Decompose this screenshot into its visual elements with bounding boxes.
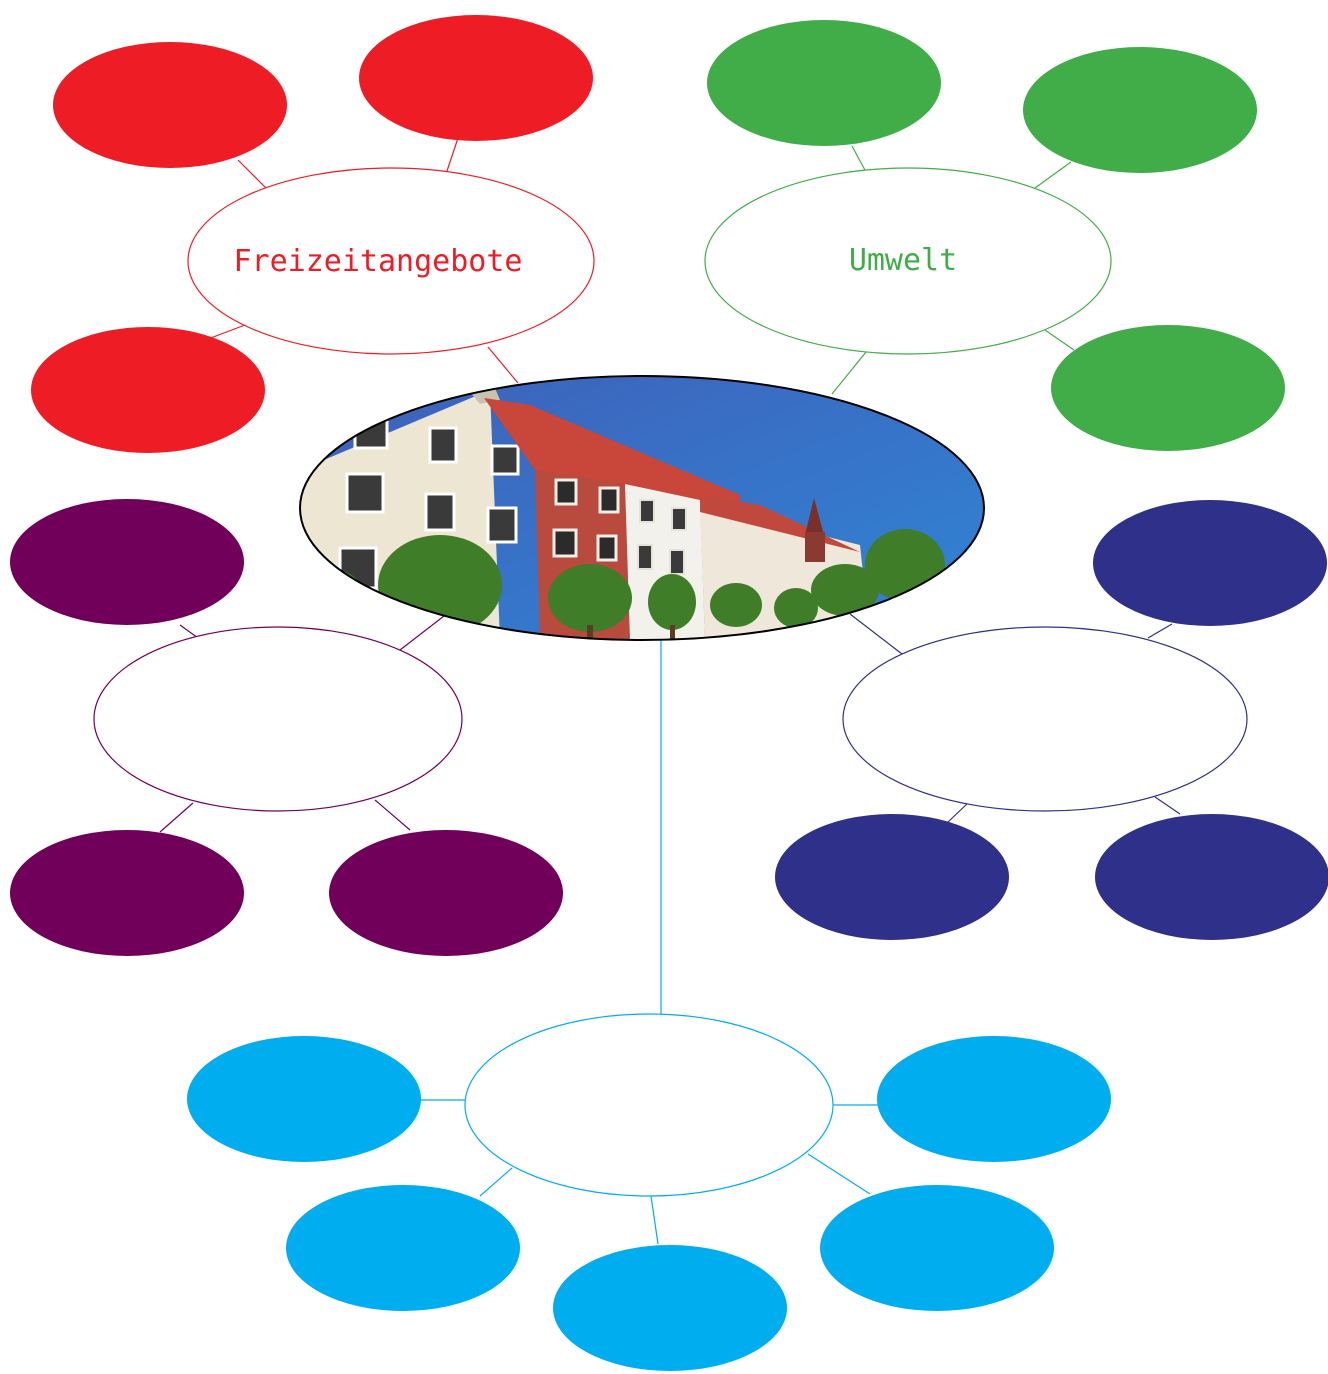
connector <box>487 346 519 384</box>
connector <box>650 1195 659 1245</box>
cluster-navy <box>775 500 1328 940</box>
sub-bubble[interactable] <box>775 814 1009 940</box>
connector <box>479 1167 513 1197</box>
sub-bubble[interactable] <box>820 1185 1054 1311</box>
connector <box>1147 623 1173 639</box>
connector <box>947 802 969 823</box>
connector <box>807 1153 871 1195</box>
cluster-cyan <box>187 640 1111 1371</box>
windows-brick <box>552 478 620 562</box>
sub-bubble[interactable] <box>1051 325 1285 451</box>
connector <box>1044 329 1075 351</box>
sub-bubble[interactable] <box>707 20 941 146</box>
topic-label-freizeitangebote: Freizeitangebote <box>234 244 523 279</box>
cluster-freizeitangebote: Freizeitangebote <box>31 15 595 453</box>
roof-red <box>484 398 740 512</box>
topic-bubble-umwelt[interactable] <box>704 167 1112 355</box>
sub-bubble[interactable] <box>1093 500 1327 626</box>
church-tower <box>805 532 825 562</box>
sub-bubble[interactable] <box>10 830 244 956</box>
church-spire <box>805 498 824 535</box>
center-photo <box>300 376 984 640</box>
cluster-umwelt: Umwelt <box>704 20 1285 451</box>
windows-white <box>637 499 687 575</box>
sub-bubble[interactable] <box>553 1245 787 1371</box>
connector <box>445 137 459 175</box>
connector <box>374 799 411 831</box>
sub-bubble[interactable] <box>31 327 265 453</box>
sub-bubble[interactable] <box>10 499 244 625</box>
connector <box>849 613 903 655</box>
sub-bubble[interactable] <box>1023 47 1257 173</box>
topic-bubble-navy[interactable] <box>842 626 1248 812</box>
topic-label-umwelt: Umwelt <box>849 243 957 278</box>
topic-bubble-purple[interactable] <box>93 626 463 812</box>
sub-bubble[interactable] <box>877 1036 1111 1162</box>
sub-bubble[interactable] <box>286 1185 520 1311</box>
cluster-purple <box>10 499 563 956</box>
connector <box>159 802 194 833</box>
connector <box>399 615 445 651</box>
sub-bubble[interactable] <box>53 42 287 168</box>
center-photo-frame <box>299 375 985 641</box>
sub-bubble[interactable] <box>1095 814 1328 940</box>
connector <box>851 145 867 173</box>
connector <box>1034 161 1072 189</box>
connector <box>831 351 867 395</box>
sub-bubble[interactable] <box>359 15 593 141</box>
sub-bubble[interactable] <box>187 1036 421 1162</box>
topic-bubble-freizeitangebote[interactable] <box>187 167 595 355</box>
topic-bubble-cyan[interactable] <box>464 1013 834 1197</box>
connector <box>179 624 199 639</box>
sub-bubble[interactable] <box>329 830 563 956</box>
connector <box>237 159 269 191</box>
connector <box>1154 796 1181 815</box>
